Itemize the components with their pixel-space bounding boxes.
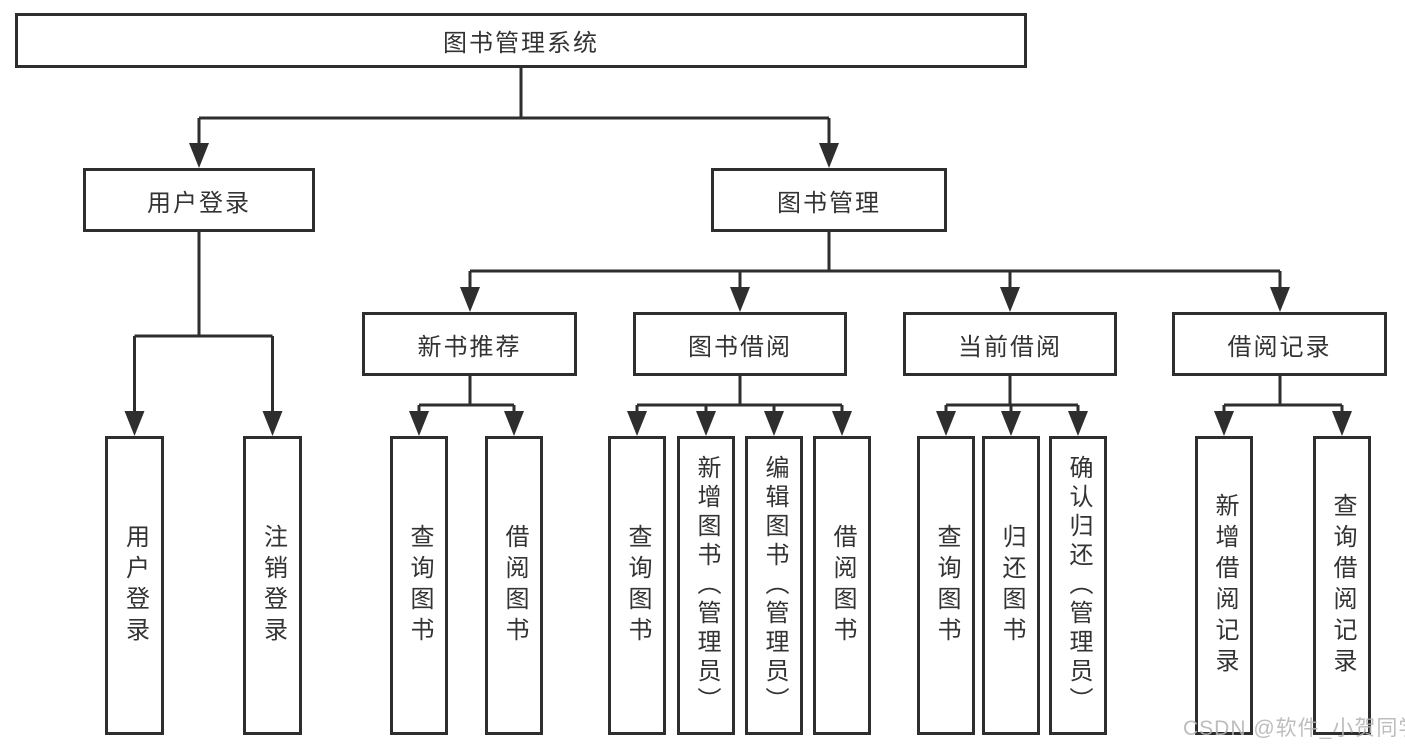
leaf-confirm-return-admin: 确认归还（管理员） [1049, 436, 1107, 735]
node-user-login: 用户登录 [83, 168, 315, 232]
node-label: 新增图书（管理员） [693, 455, 720, 716]
node-label: 查询图书 [406, 523, 433, 648]
node-label: 编辑图书（管理员） [761, 455, 788, 716]
leaf-query-books-current: 查询图书 [917, 436, 975, 735]
leaf-user-login: 用户登录 [105, 436, 164, 735]
node-label: 查询借阅记录 [1329, 492, 1356, 679]
leaf-logout: 注销登录 [243, 436, 302, 735]
leaf-add-books-admin: 新增图书（管理员） [677, 436, 735, 735]
node-label: 注销登录 [259, 523, 287, 648]
node-label: 当前借阅 [958, 333, 1062, 361]
node-label: 图书借阅 [688, 333, 792, 361]
node-label: 查询图书 [624, 523, 651, 648]
leaf-query-books-recommend: 查询图书 [390, 436, 448, 735]
node-book-borrowing: 图书借阅 [633, 312, 847, 376]
node-label: 图书管理系统 [443, 30, 599, 57]
node-label: 确认归还（管理员） [1065, 455, 1092, 716]
node-label: 借阅记录 [1227, 333, 1332, 361]
leaf-borrow-books-recommend: 借阅图书 [485, 436, 543, 735]
leaf-add-borrow-record: 新增借阅记录 [1195, 436, 1253, 735]
node-label: 用户登录 [147, 189, 251, 217]
node-label: 借阅图书 [829, 523, 856, 648]
leaf-borrow-books: 借阅图书 [813, 436, 871, 735]
node-book-management: 图书管理 [711, 168, 947, 232]
node-label: 归还图书 [998, 523, 1025, 648]
node-label: 查询图书 [933, 523, 960, 648]
leaf-query-books-borrow: 查询图书 [608, 436, 666, 735]
node-new-book-recommend: 新书推荐 [362, 312, 577, 376]
arrowhead-icons [124, 143, 1352, 436]
node-root-library-system: 图书管理系统 [15, 13, 1027, 68]
node-label: 新书推荐 [417, 333, 522, 361]
node-current-borrowing: 当前借阅 [903, 312, 1117, 376]
node-borrowing-records: 借阅记录 [1172, 312, 1387, 376]
leaf-edit-books-admin: 编辑图书（管理员） [745, 436, 803, 735]
node-label: 新增借阅记录 [1211, 492, 1238, 679]
node-label: 用户登录 [121, 523, 149, 648]
node-label: 借阅图书 [501, 523, 528, 648]
connector-lines [133, 68, 1344, 414]
leaf-return-books: 归还图书 [982, 436, 1040, 735]
node-label: 图书管理 [777, 189, 881, 217]
leaf-query-borrow-record: 查询借阅记录 [1313, 436, 1371, 735]
csdn-watermark: CSDN @软件_小贺同学 [1183, 717, 1405, 740]
